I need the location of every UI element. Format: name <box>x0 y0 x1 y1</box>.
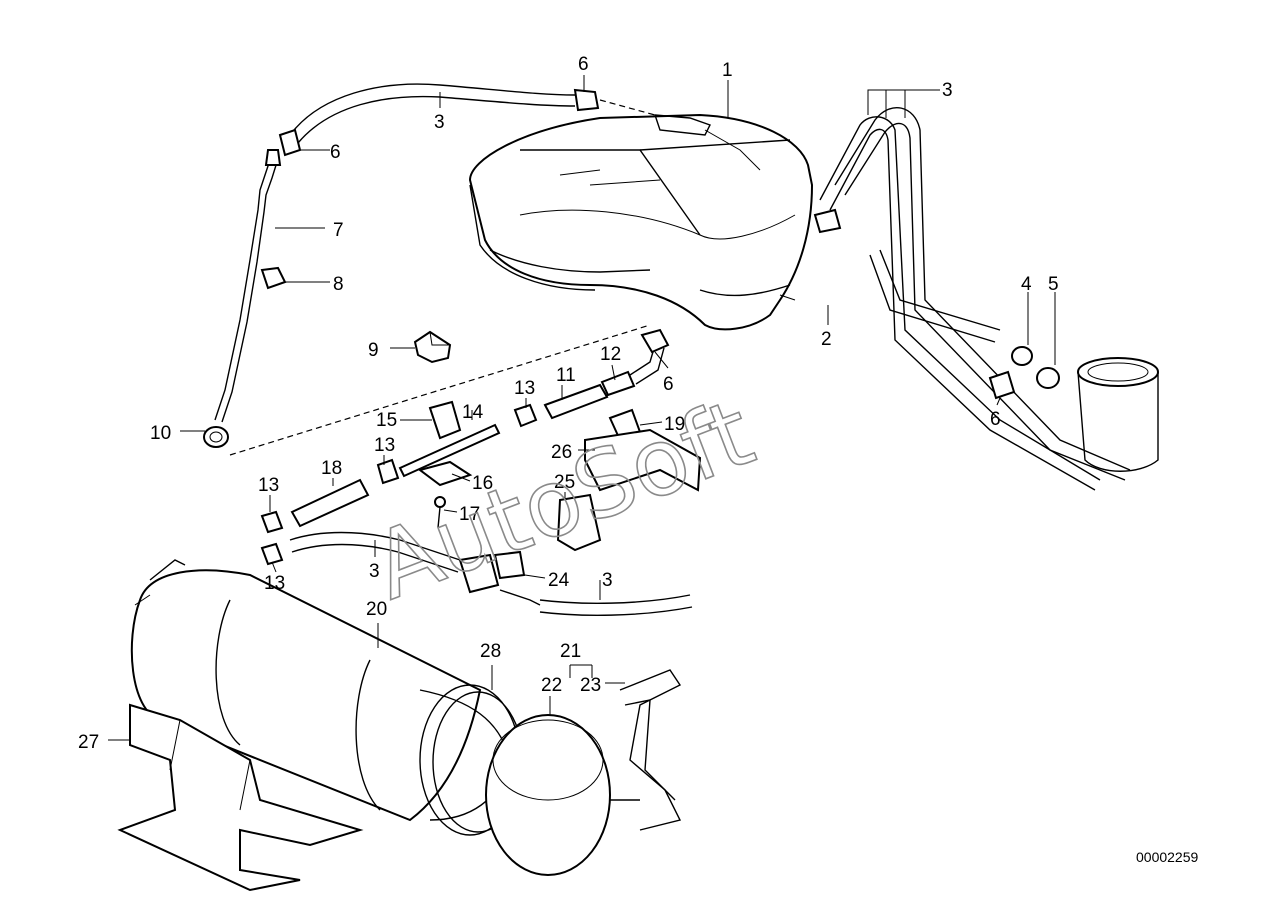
callout-4: 4 <box>1021 274 1032 295</box>
clip-8 <box>260 266 287 290</box>
bracket-15 <box>428 400 462 440</box>
callout-19: 19 <box>664 414 685 435</box>
hose-11-12 <box>543 328 670 420</box>
plate-16 <box>417 460 473 487</box>
callout-3-top-right: 3 <box>942 80 953 101</box>
callout-16: 16 <box>472 473 493 494</box>
document-number: 00002259 <box>1136 849 1199 865</box>
sleeve-4 <box>1011 346 1033 366</box>
callout-8: 8 <box>333 274 344 295</box>
callout-23: 23 <box>580 675 601 696</box>
callout-21: 21 <box>560 641 581 662</box>
callout-11: 11 <box>556 365 576 386</box>
reference-line <box>229 324 651 456</box>
callout-28: 28 <box>480 641 501 662</box>
callout-6-right: 6 <box>990 409 1001 430</box>
vent-hose-top <box>289 83 656 144</box>
callout-24: 24 <box>548 570 570 591</box>
callout-3-right-hose: 3 <box>602 570 613 591</box>
callout-6-mid: 6 <box>663 374 674 395</box>
bracket-27 <box>117 703 364 892</box>
filler-neck <box>1077 357 1159 472</box>
callout-3-top-hose: 3 <box>434 112 445 133</box>
canister-20 <box>130 559 511 822</box>
callout-27: 27 <box>78 732 99 753</box>
fuel-lines <box>813 107 1131 491</box>
callout-2: 2 <box>821 329 832 350</box>
leader-lines <box>108 75 1056 741</box>
clip-13-upper <box>376 458 400 485</box>
callout-18: 18 <box>321 458 342 479</box>
sleeve-5 <box>1036 367 1060 389</box>
callout-6-top: 6 <box>578 54 589 75</box>
screw-17 <box>434 496 446 529</box>
clip-13-left-b <box>260 542 284 566</box>
callout-5: 5 <box>1048 274 1059 295</box>
callout-13-mid: 13 <box>514 378 535 399</box>
hose-3-lower <box>289 531 693 616</box>
callout-10: 10 <box>150 423 171 444</box>
callout-1: 1 <box>722 60 733 81</box>
tank <box>468 113 814 331</box>
callout-25: 25 <box>554 472 575 493</box>
callout-26: 26 <box>551 442 572 463</box>
callout-13-upper: 13 <box>374 435 395 456</box>
hose-18 <box>290 478 370 528</box>
hose-23 <box>619 669 682 831</box>
rod-14 <box>398 423 501 478</box>
callout-13-left-bottom: 13 <box>264 573 285 594</box>
callout-3-lower-hose: 3 <box>369 561 380 582</box>
callout-7: 7 <box>333 220 344 241</box>
callout-6-left: 6 <box>330 142 341 163</box>
callout-20: 20 <box>366 599 387 620</box>
grommet-10 <box>203 426 229 448</box>
clip-13-left-a <box>260 510 284 534</box>
callout-17: 17 <box>459 504 480 525</box>
cap-22 <box>485 714 640 876</box>
clamp-25 <box>556 493 602 552</box>
clip-6-upper-left <box>278 128 302 157</box>
callout-labels: 1 2 3 3 3 3 4 5 6 6 6 6 7 8 9 10 11 12 1… <box>78 54 1059 753</box>
callout-14: 14 <box>462 402 484 423</box>
callout-12: 12 <box>600 344 621 365</box>
callout-22: 22 <box>541 675 562 696</box>
callout-15: 15 <box>376 410 397 431</box>
callout-9: 9 <box>368 340 379 361</box>
callout-13-left-top: 13 <box>258 475 279 496</box>
clip-13-mid <box>513 403 538 428</box>
plate-26 <box>584 428 702 492</box>
clip-9 <box>413 330 452 364</box>
pipe-7 <box>214 149 282 423</box>
